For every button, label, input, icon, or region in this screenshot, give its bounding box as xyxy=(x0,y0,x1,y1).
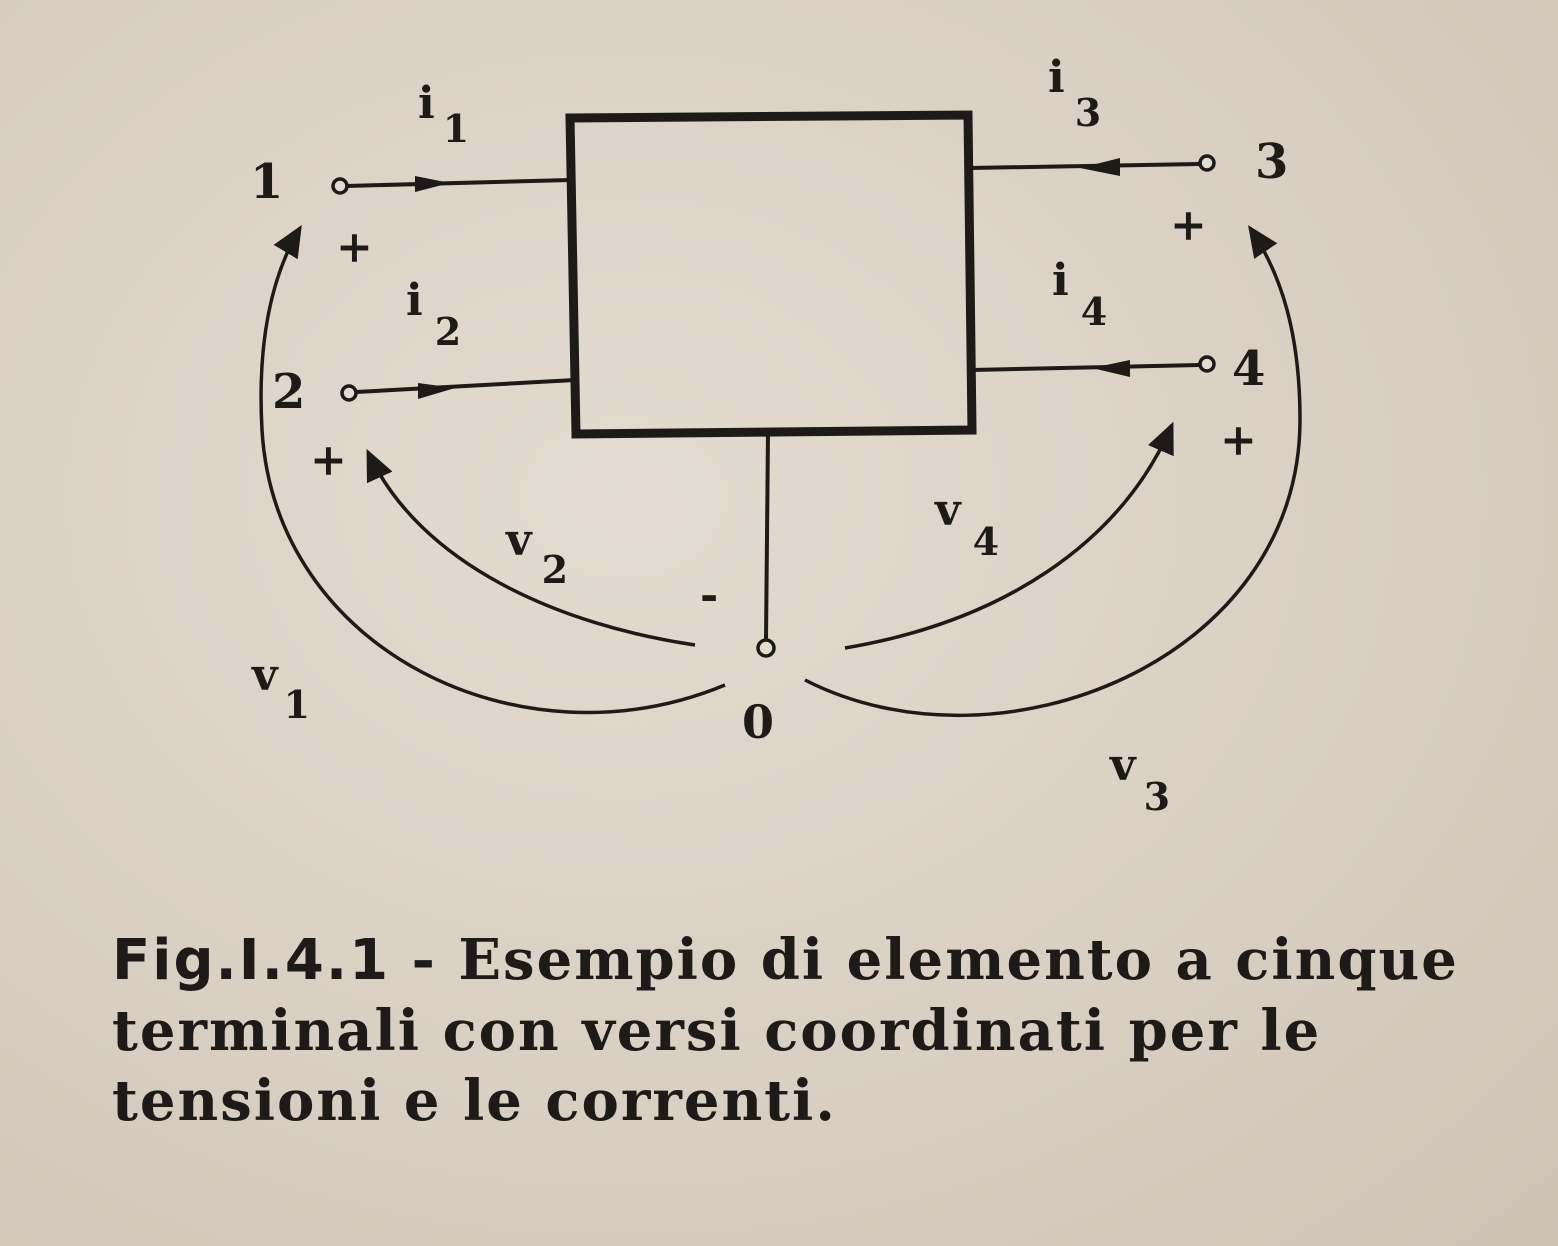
terminal-0-node xyxy=(756,638,776,658)
wire-0 xyxy=(764,431,770,641)
voltage-arc-v1 xyxy=(259,224,726,715)
current-arrow-1 xyxy=(415,176,450,192)
terminal-label-4: 4 xyxy=(1232,341,1265,397)
figure-label: Fig.I.4.1 xyxy=(112,928,391,993)
terminal-2-node xyxy=(340,384,358,402)
plus-sign-1: + xyxy=(336,222,373,273)
current-label-i2: i2 xyxy=(406,275,461,354)
terminal-4-node xyxy=(1198,355,1216,373)
current-label-i4: i4 xyxy=(1052,255,1107,334)
terminal-1-node xyxy=(331,177,349,195)
voltage-label-v1: v1 xyxy=(251,650,310,727)
voltage-label-v2: v2 xyxy=(505,515,568,592)
terminal-3-node xyxy=(1198,154,1216,172)
plus-sign-3: + xyxy=(1170,200,1207,251)
element-box xyxy=(565,110,977,439)
current-arrow-3 xyxy=(1080,158,1120,176)
current-arrow-2 xyxy=(418,383,455,399)
plus-sign-4: + xyxy=(1220,415,1257,466)
voltage-arc-v4 xyxy=(844,421,1174,650)
terminal-label-3: 3 xyxy=(1255,134,1288,190)
voltage-arc-v3 xyxy=(804,225,1302,718)
voltage-label-v4: v4 xyxy=(934,485,999,564)
wire-3 xyxy=(969,162,1200,170)
voltage-arc-v2 xyxy=(366,448,696,647)
caption-text: - Esempio di elemento a cinque terminali… xyxy=(112,927,1459,1134)
voltage-label-v3: v3 xyxy=(1109,740,1170,819)
terminal-label-0: 0 xyxy=(742,695,774,749)
wire-2 xyxy=(355,378,576,394)
wire-4 xyxy=(971,363,1200,372)
wire-1 xyxy=(345,178,571,188)
current-arrow-4 xyxy=(1092,360,1130,377)
figure-caption: Fig.I.4.1 - Esempio di elemento a cinque… xyxy=(112,925,1492,1136)
minus-sign-0: - xyxy=(700,570,718,621)
terminal-label-2: 2 xyxy=(272,364,305,420)
current-label-i3: i3 xyxy=(1048,52,1101,135)
terminal-label-1: 1 xyxy=(250,154,283,210)
plus-sign-2: + xyxy=(310,435,347,486)
